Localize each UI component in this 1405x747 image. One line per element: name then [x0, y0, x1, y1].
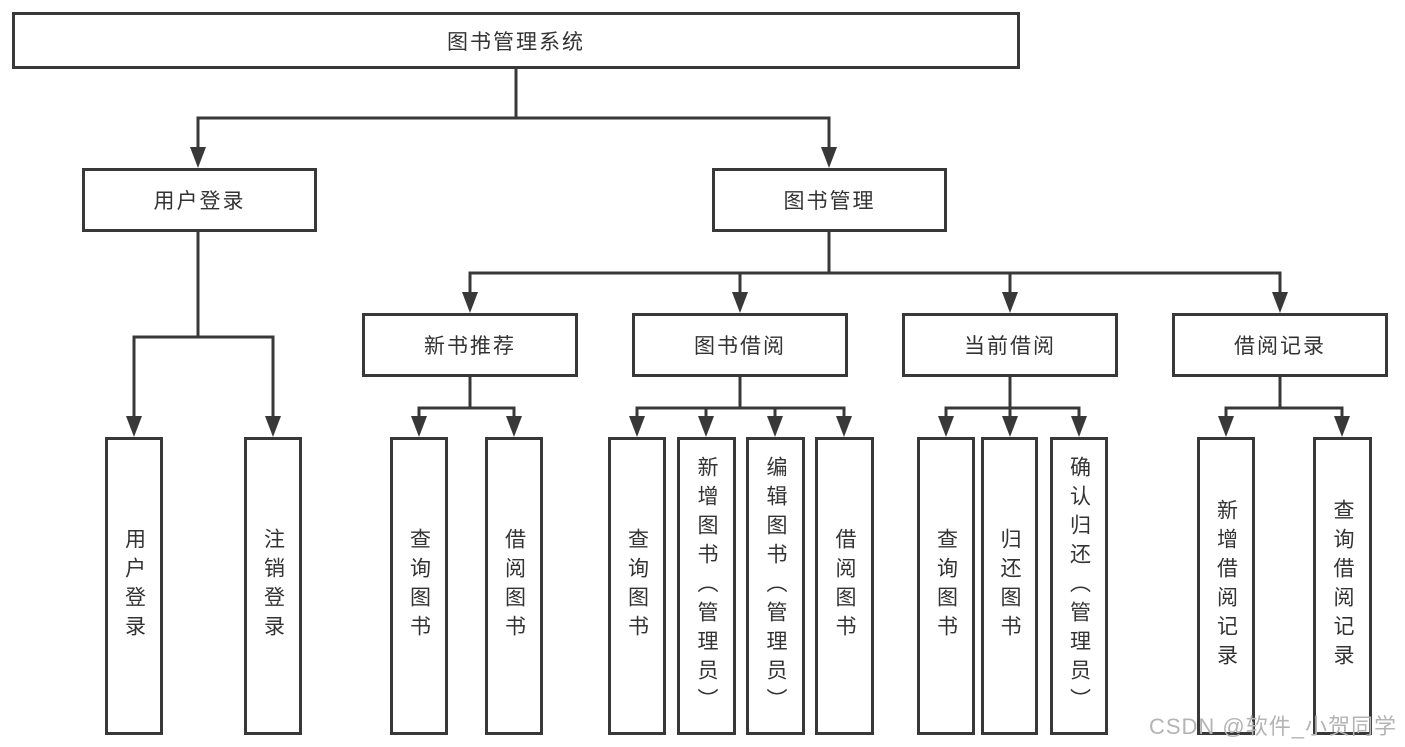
node-book-borrowing: 图书借阅 — [632, 313, 848, 377]
node-root-library-system: 图书管理系统 — [12, 12, 1020, 69]
node-label: 用户登录 — [153, 190, 246, 213]
node-leaf-add-books-admin: 新增图书（管理员） — [677, 437, 736, 735]
node-label: 查询图书 — [625, 528, 649, 644]
watermark-csdn: CSDN @软件_小贺同学 — [1148, 714, 1397, 739]
node-label: 图书管理 — [783, 190, 876, 213]
node-leaf-query-books-1: 查询图书 — [390, 437, 448, 735]
node-current-borrowing: 当前借阅 — [902, 313, 1118, 377]
node-label: 当前借阅 — [964, 335, 1056, 358]
node-label: 归还图书 — [998, 528, 1021, 644]
node-leaf-logout: 注销登录 — [244, 437, 302, 735]
node-label: 用户登录 — [122, 528, 146, 644]
node-book-management: 图书管理 — [712, 168, 947, 232]
node-label: 借阅记录 — [1234, 335, 1326, 358]
node-new-book-recommend: 新书推荐 — [362, 313, 578, 377]
node-label: 新书推荐 — [424, 335, 516, 358]
node-leaf-query-books-2: 查询图书 — [608, 437, 666, 735]
node-leaf-add-borrow-record: 新增借阅记录 — [1197, 437, 1255, 735]
node-label: 确认归还（管理员） — [1067, 455, 1091, 717]
node-leaf-return-books: 归还图书 — [981, 437, 1038, 735]
node-label: 查询图书 — [407, 528, 431, 644]
node-label: 查询图书 — [934, 528, 958, 644]
node-label: 借阅图书 — [502, 528, 526, 644]
node-user-login: 用户登录 — [82, 168, 317, 232]
node-leaf-edit-books-admin: 编辑图书（管理员） — [746, 437, 805, 735]
node-leaf-user-login: 用户登录 — [105, 437, 163, 735]
node-label: 新增图书（管理员） — [695, 455, 718, 717]
node-leaf-borrow-books-1: 借阅图书 — [485, 437, 543, 735]
node-label: 图书借阅 — [694, 335, 786, 358]
node-label: 编辑图书（管理员） — [764, 455, 787, 717]
node-leaf-query-borrow-record: 查询借阅记录 — [1313, 437, 1372, 735]
node-label: 图书管理系统 — [447, 30, 585, 54]
node-label: 新增借阅记录 — [1214, 499, 1238, 673]
node-label: 借阅图书 — [833, 528, 856, 644]
node-label: 注销登录 — [261, 528, 285, 644]
node-borrowing-records: 借阅记录 — [1172, 313, 1388, 377]
node-leaf-query-books-3: 查询图书 — [917, 437, 975, 735]
node-leaf-borrow-books-2: 借阅图书 — [815, 437, 874, 735]
node-leaf-confirm-return-admin: 确认归还（管理员） — [1050, 437, 1108, 735]
node-label: 查询借阅记录 — [1331, 499, 1354, 673]
